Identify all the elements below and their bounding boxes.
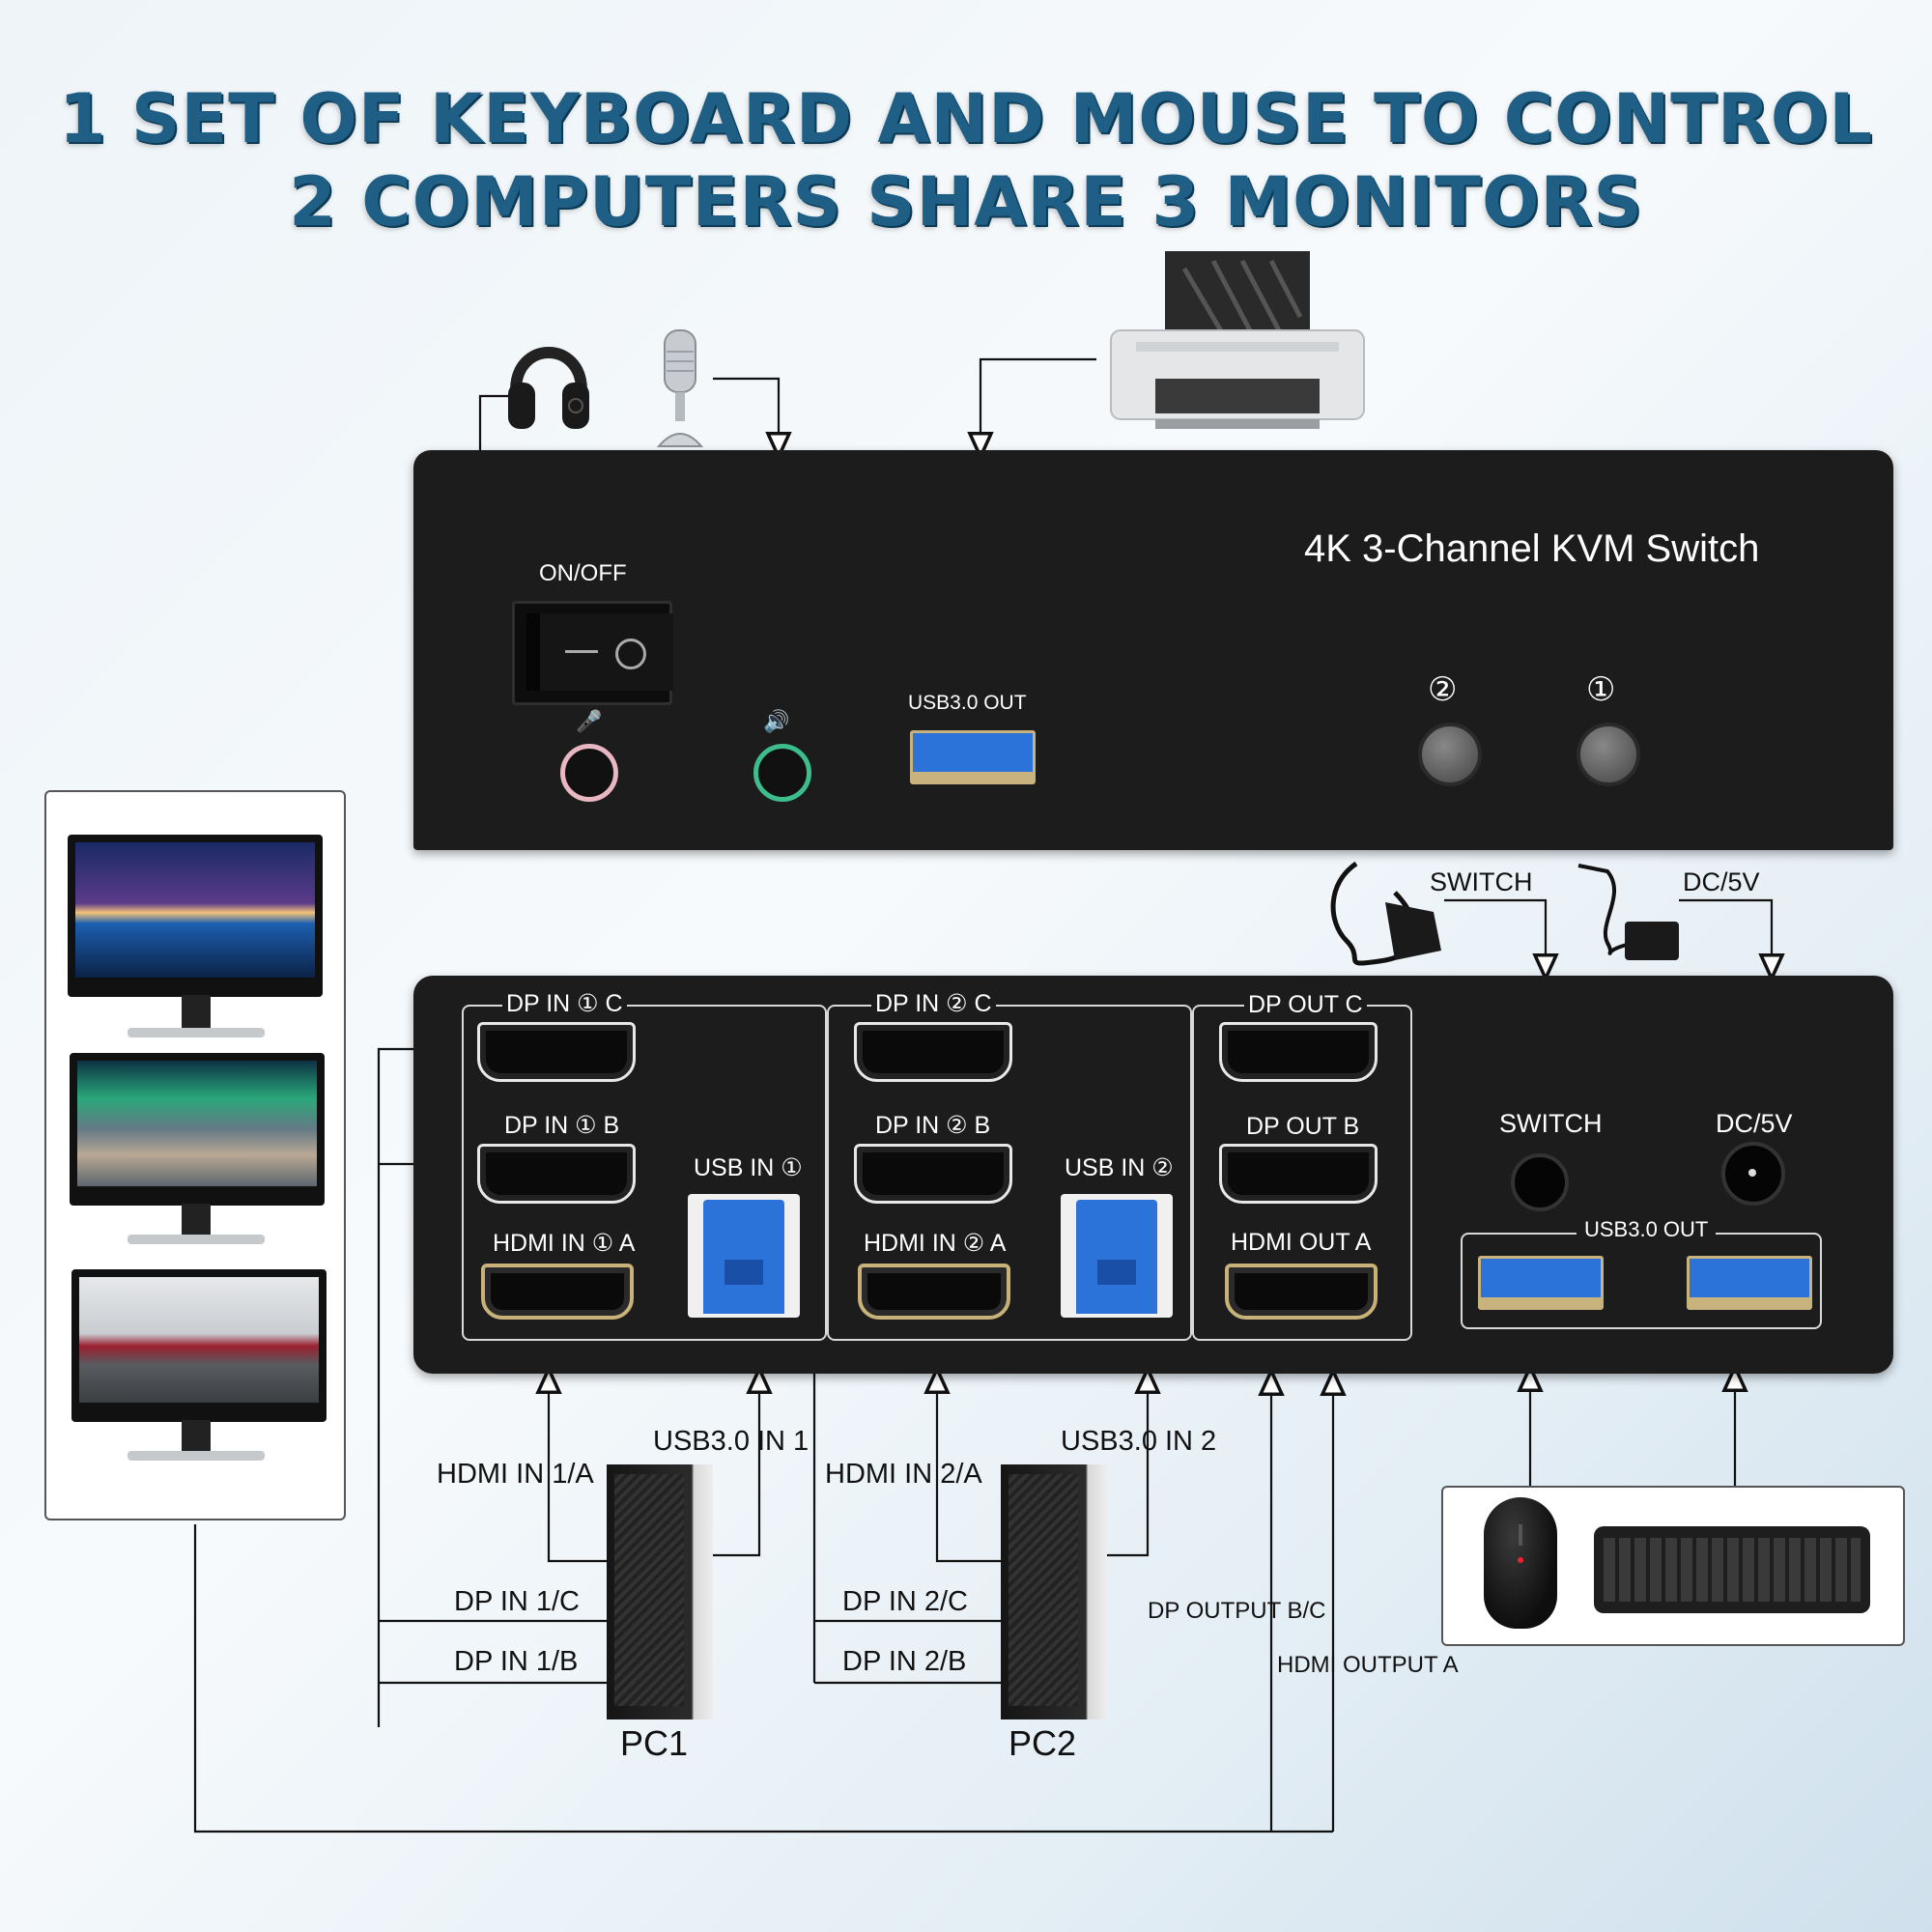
headphones-icon <box>508 330 589 433</box>
dp-out-c-port[interactable] <box>1219 1022 1378 1082</box>
dp-output-label: DP OUTPUT B/C <box>1148 1598 1326 1624</box>
keyboard-mouse-callout <box>1441 1486 1905 1646</box>
printer-icon <box>1107 249 1370 433</box>
pc1-dp-b-port[interactable] <box>477 1144 636 1204</box>
microphone-icon <box>653 328 707 448</box>
monitors-callout <box>44 790 346 1520</box>
monitor-2 <box>70 1053 325 1206</box>
switch-cable-icon <box>1569 856 1694 964</box>
channel-2-button[interactable] <box>1418 723 1482 786</box>
pc1-hdmi-connection-label: HDMI IN 1/A <box>437 1459 594 1490</box>
usb-out-port-2[interactable] <box>1687 1256 1812 1310</box>
pc2-hdmi-a-port[interactable] <box>858 1264 1010 1320</box>
kvm-back-panel: DP IN ① C DP IN ① B HDMI IN ① A USB IN ①… <box>413 976 1893 1374</box>
pc2-dp-c-connection-label: DP IN 2/C <box>842 1586 969 1617</box>
pc1-usb-in-label: USB IN ① <box>694 1154 803 1181</box>
usb-out-port-1[interactable] <box>1478 1256 1604 1310</box>
back-switch-label: SWITCH <box>1499 1109 1603 1138</box>
hdmi-output-label: HDMI OUTPUT A <box>1277 1652 1459 1678</box>
pc2-usb-connection-label: USB3.0 IN 2 <box>1061 1426 1217 1457</box>
pc2-hdmi-connection-label: HDMI IN 2/A <box>825 1459 982 1490</box>
audio-jack[interactable] <box>753 744 811 802</box>
accessory-dc-label: DC/5V <box>1683 867 1760 896</box>
power-switch-label: ON/OFF <box>539 560 627 586</box>
power-adapter-icon <box>1318 854 1453 970</box>
pc1-hdmi-a-port[interactable] <box>481 1264 634 1320</box>
back-dc-label: DC/5V <box>1716 1109 1793 1138</box>
switch-jack[interactable] <box>1511 1153 1569 1211</box>
pc1-dp-b-connection-label: DP IN 1/B <box>454 1646 579 1677</box>
speaker-icon: 🔊 <box>763 709 790 733</box>
channel-1-button[interactable] <box>1577 723 1640 786</box>
pc1-tower-icon <box>607 1464 713 1719</box>
pc2-usb-in-label: USB IN ② <box>1065 1154 1174 1181</box>
pc2-dp-b-connection-label: DP IN 2/B <box>842 1646 967 1677</box>
dc-power-jack[interactable] <box>1721 1142 1785 1206</box>
dp-out-b-label: DP OUT B <box>1246 1113 1360 1140</box>
pc2-hdmi-a-label: HDMI IN ② A <box>864 1230 1007 1257</box>
mouse-icon <box>1484 1497 1557 1629</box>
pc2-dp-c-port[interactable] <box>854 1022 1012 1082</box>
pc2-dp-b-label: DP IN ② B <box>875 1112 991 1139</box>
keyboard-icon <box>1594 1526 1870 1613</box>
front-usb-port[interactable] <box>910 730 1036 784</box>
pc2-dp-c-label: DP IN ② C <box>871 989 996 1018</box>
dp-out-c-label: DP OUT C <box>1244 991 1367 1019</box>
pc2-tower-icon <box>1001 1464 1107 1719</box>
headline-line-2: 2 COMPUTERS SHARE 3 MONITORS <box>289 162 1643 242</box>
pc1-dp-c-connection-label: DP IN 1/C <box>454 1586 581 1617</box>
kvm-front-panel: 4K 3-Channel KVM Switch ON/OFF 🎤 🔊 USB3.… <box>413 450 1893 850</box>
pc1-dp-b-label: DP IN ① B <box>504 1112 620 1139</box>
pc1-usb-b-port[interactable] <box>688 1194 800 1318</box>
hdmi-out-a-port[interactable] <box>1225 1264 1378 1320</box>
accessory-switch-label: SWITCH <box>1430 867 1533 896</box>
power-switch[interactable] <box>512 601 673 705</box>
pc2-dp-b-port[interactable] <box>854 1144 1012 1204</box>
button-2-label: ② <box>1428 671 1458 708</box>
microphone-jack[interactable] <box>560 744 618 802</box>
dp-out-b-port[interactable] <box>1219 1144 1378 1204</box>
pc1-hdmi-a-label: HDMI IN ① A <box>493 1230 636 1257</box>
pc1-dp-c-port[interactable] <box>477 1022 636 1082</box>
product-title: 4K 3-Channel KVM Switch <box>1304 527 1760 570</box>
pc1-usb-connection-label: USB3.0 IN 1 <box>653 1426 810 1457</box>
monitor-1 <box>68 835 323 997</box>
pc2-usb-b-port[interactable] <box>1061 1194 1173 1318</box>
pc2-label: PC2 <box>1009 1723 1077 1763</box>
monitor-3 <box>71 1269 327 1422</box>
pc2-port-group <box>827 1005 1192 1341</box>
hdmi-out-a-label: HDMI OUT A <box>1231 1229 1372 1256</box>
front-usb-out-label: USB3.0 OUT <box>908 692 1027 714</box>
pc1-dp-c-label: DP IN ① C <box>502 989 627 1018</box>
pc1-label: PC1 <box>620 1723 689 1763</box>
pc1-port-group <box>462 1005 827 1341</box>
mic-icon: 🎤 <box>576 709 603 733</box>
button-1-label: ① <box>1586 671 1616 708</box>
headline-line-1: 1 SET OF KEYBOARD AND MOUSE TO CONTROL <box>58 79 1874 158</box>
back-usb-out-label: USB3.0 OUT <box>1577 1217 1717 1242</box>
